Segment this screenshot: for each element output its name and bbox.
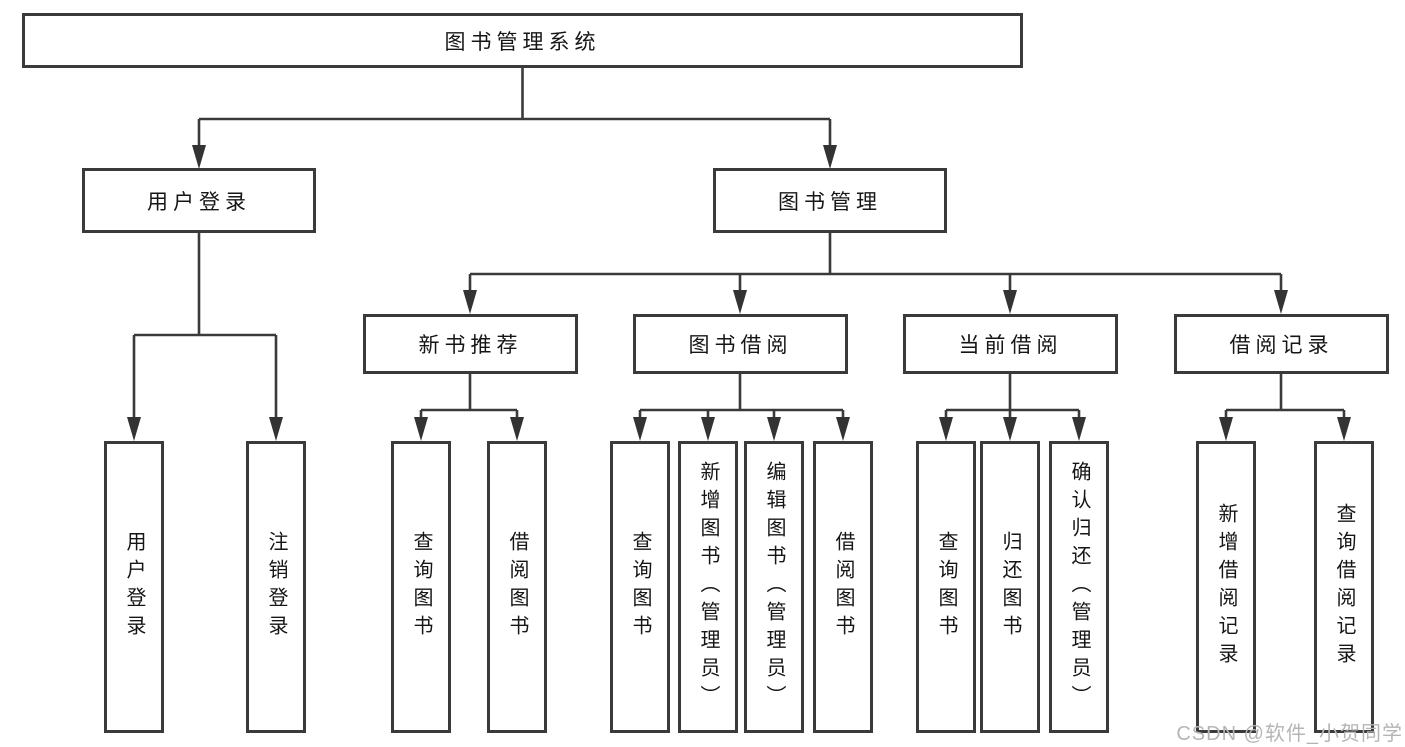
connector-book-borrow-to-leaves [633, 374, 850, 441]
connector-root-to-level2 [192, 68, 837, 169]
leaf-label: 查询借阅记录 [1333, 503, 1355, 671]
csdn-watermark: CSDN @软件_小贺同学 [1176, 723, 1403, 745]
leaf-edit-books-admin: 编辑图书（管理员） [744, 441, 804, 733]
leaf-label: 查询图书 [629, 531, 651, 643]
leaf-label: 借阅图书 [832, 531, 854, 643]
leaf-query-books-1: 查询图书 [391, 441, 451, 733]
connector-current-borrow-to-leaves [939, 374, 1086, 441]
leaf-label: 编辑图书（管理员） [763, 461, 785, 713]
node-current-borrowing: 当前借阅 [903, 314, 1118, 374]
leaf-label: 注销登录 [265, 531, 287, 643]
leaf-user-login: 用户登录 [104, 441, 164, 733]
leaf-return-books: 归还图书 [980, 441, 1040, 733]
leaf-confirm-return-admin: 确认归还（管理员） [1049, 441, 1109, 733]
connector-user-login-to-leaves [127, 233, 283, 441]
leaf-borrow-books-1: 借阅图书 [487, 441, 547, 733]
node-new-book-recommend: 新书推荐 [363, 314, 578, 374]
leaf-label: 用户登录 [123, 531, 145, 643]
leaf-query-books-3: 查询图书 [916, 441, 976, 733]
node-borrowing-records: 借阅记录 [1174, 314, 1389, 374]
leaf-add-books-admin: 新增图书（管理员） [678, 441, 738, 733]
leaf-label: 确认归还（管理员） [1068, 461, 1090, 713]
leaf-query-borrow-record: 查询借阅记录 [1314, 441, 1374, 733]
leaf-label: 查询图书 [935, 531, 957, 643]
leaf-query-books-2: 查询图书 [610, 441, 670, 733]
node-book-management: 图书管理 [713, 168, 947, 233]
connector-book-mgmt-to-level3 [463, 233, 1288, 314]
leaf-label: 借阅图书 [506, 531, 528, 643]
leaf-label: 新增图书（管理员） [697, 461, 719, 713]
node-user-login: 用户登录 [82, 168, 316, 233]
leaf-borrow-books-2: 借阅图书 [813, 441, 873, 733]
connector-borrow-record-to-leaves [1219, 374, 1351, 441]
connector-new-book-to-leaves [414, 374, 524, 441]
leaf-label: 归还图书 [999, 531, 1021, 643]
leaf-add-borrow-record: 新增借阅记录 [1196, 441, 1256, 733]
leaf-label: 新增借阅记录 [1215, 503, 1237, 671]
leaf-logout: 注销登录 [246, 441, 306, 733]
node-root-system: 图书管理系统 [22, 13, 1023, 68]
leaf-label: 查询图书 [410, 531, 432, 643]
node-book-borrowing: 图书借阅 [633, 314, 848, 374]
